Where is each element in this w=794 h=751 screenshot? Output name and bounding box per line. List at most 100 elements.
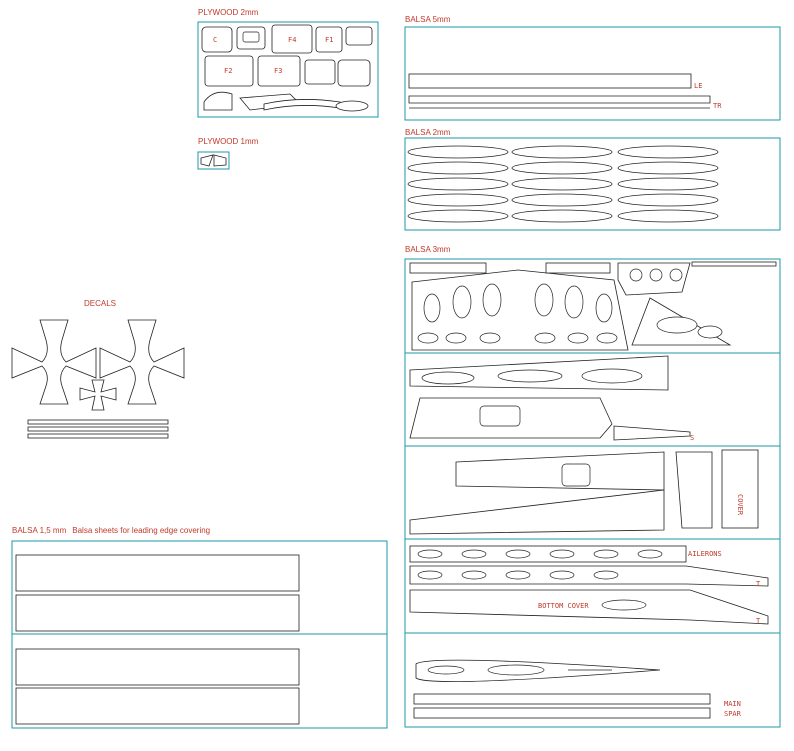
- lightening-hole: [452, 285, 472, 319]
- aileron-hole: [461, 570, 487, 580]
- plywood-part-f4: [271, 24, 313, 54]
- lightening-hole: [479, 332, 501, 344]
- plywood-part-f2: [204, 55, 254, 87]
- plywood-1mm-frame: [197, 151, 230, 170]
- wing-ribs: [407, 145, 719, 223]
- balsa-5mm-label: BALSA 5mm: [405, 15, 451, 24]
- balsa-3mm-panel-5: [404, 632, 781, 728]
- lightening-hole: [445, 332, 467, 344]
- aileron-hole: [461, 549, 487, 559]
- rib: [511, 193, 613, 207]
- aileron-hole: [593, 549, 619, 559]
- lightening-hole: [534, 283, 554, 317]
- leading-edge-part: [408, 73, 692, 89]
- rib: [407, 177, 509, 191]
- plywood-part-small-1-hole: [242, 31, 260, 43]
- balsa-3mm-label: BALSA 3mm: [405, 245, 451, 254]
- aileron-hole: [505, 570, 531, 580]
- leading-edge-label: LE: [694, 82, 702, 90]
- lightening-hole: [567, 332, 589, 344]
- aileron-part: [409, 565, 769, 587]
- decals-label: DECALS: [84, 299, 116, 308]
- trailing-edge-part: [408, 95, 711, 104]
- floor-cutout: [479, 405, 521, 427]
- rib: [407, 193, 509, 207]
- main-spar-strip: [413, 707, 711, 719]
- plywood-2mm-label: PLYWOOD 2mm: [198, 8, 259, 17]
- rib: [511, 161, 613, 175]
- rib: [407, 145, 509, 159]
- cover-part: [721, 449, 759, 529]
- plywood-2mm-frame: [197, 21, 379, 118]
- lightening-hole: [581, 368, 643, 384]
- leading-edge-sheet: [15, 648, 300, 686]
- iron-cross-decal-small: [79, 379, 117, 411]
- cowl-hole: [629, 268, 643, 282]
- rudder-part: [675, 451, 713, 529]
- plywood-2mm-section: PLYWOOD 2mm C F4 F1 F2 F3: [197, 8, 379, 118]
- fin-hole: [697, 325, 723, 339]
- balsa-5mm-frame: [404, 26, 781, 121]
- aileron-hole: [549, 549, 575, 559]
- rib: [617, 209, 719, 223]
- wing-panel-part: [411, 269, 629, 351]
- rib: [617, 161, 719, 175]
- lightening-hole: [596, 332, 618, 344]
- plywood-part-small-4: [337, 59, 371, 87]
- cowl-hole: [669, 268, 683, 282]
- plywood-1mm-label: PLYWOOD 1mm: [198, 137, 259, 146]
- plywood-part-oval: [335, 100, 369, 112]
- bottom-cover-label: BOTTOM COVER: [538, 602, 589, 610]
- plywood-1mm-part-1: [200, 154, 214, 167]
- plywood-part-f3: [257, 55, 301, 87]
- balsa-2mm-section: BALSA 2mm: [404, 128, 781, 231]
- strip-part: [545, 262, 611, 274]
- plywood-part-f3-label: F3: [274, 67, 282, 75]
- lightening-hole: [423, 293, 441, 323]
- strip-s-label: S: [690, 434, 694, 442]
- spar-label: SPAR: [724, 710, 742, 718]
- leading-edge-sheet: [15, 594, 300, 632]
- plywood-1mm-section: PLYWOOD 1mm: [197, 137, 259, 170]
- lightening-hole: [497, 369, 563, 383]
- thin-strip: [691, 261, 777, 267]
- balsa-2mm-label: BALSA 2mm: [405, 128, 451, 137]
- plywood-part-c: [201, 26, 233, 53]
- plywood-part-small-3: [304, 59, 336, 85]
- aileron-hole: [637, 549, 663, 559]
- lightening-hole: [534, 332, 556, 344]
- lightening-hole: [417, 332, 439, 344]
- aileron-hole: [593, 570, 619, 580]
- rib: [407, 161, 509, 175]
- plywood-1mm-part-2: [213, 154, 227, 167]
- fin-hole: [656, 316, 698, 334]
- cowl-hole: [649, 268, 663, 282]
- spar-hole: [487, 664, 545, 676]
- rib: [511, 145, 613, 159]
- spar-hole: [427, 665, 465, 675]
- plywood-part-curved-1: [203, 91, 233, 111]
- fuselage-top-part: [455, 451, 665, 491]
- decal-stripe: [27, 419, 169, 425]
- ailerons-label: AILERONS: [688, 550, 722, 558]
- lightening-hole: [482, 283, 502, 317]
- iron-cross-decal-right: [99, 319, 185, 405]
- bottom-cover-part: [409, 589, 769, 625]
- plywood-part-f4-label: F4: [288, 36, 296, 44]
- fuselage-bottom-part: [409, 489, 665, 535]
- aileron-hole: [549, 570, 575, 580]
- aileron-hole: [417, 549, 443, 559]
- decal-stripe: [27, 426, 169, 432]
- rib: [407, 209, 509, 223]
- lightening-hole: [421, 371, 475, 385]
- trailing-edge-label: TR: [713, 102, 722, 110]
- plywood-part-f2-label: F2: [224, 67, 232, 75]
- plywood-part-c-label: C: [213, 36, 217, 44]
- top-cutout: [561, 463, 591, 487]
- rib: [617, 193, 719, 207]
- balsa-1-5mm-panel-2: [11, 633, 388, 729]
- main-label: MAIN: [724, 700, 741, 708]
- balsa-2mm-frame: [404, 137, 781, 231]
